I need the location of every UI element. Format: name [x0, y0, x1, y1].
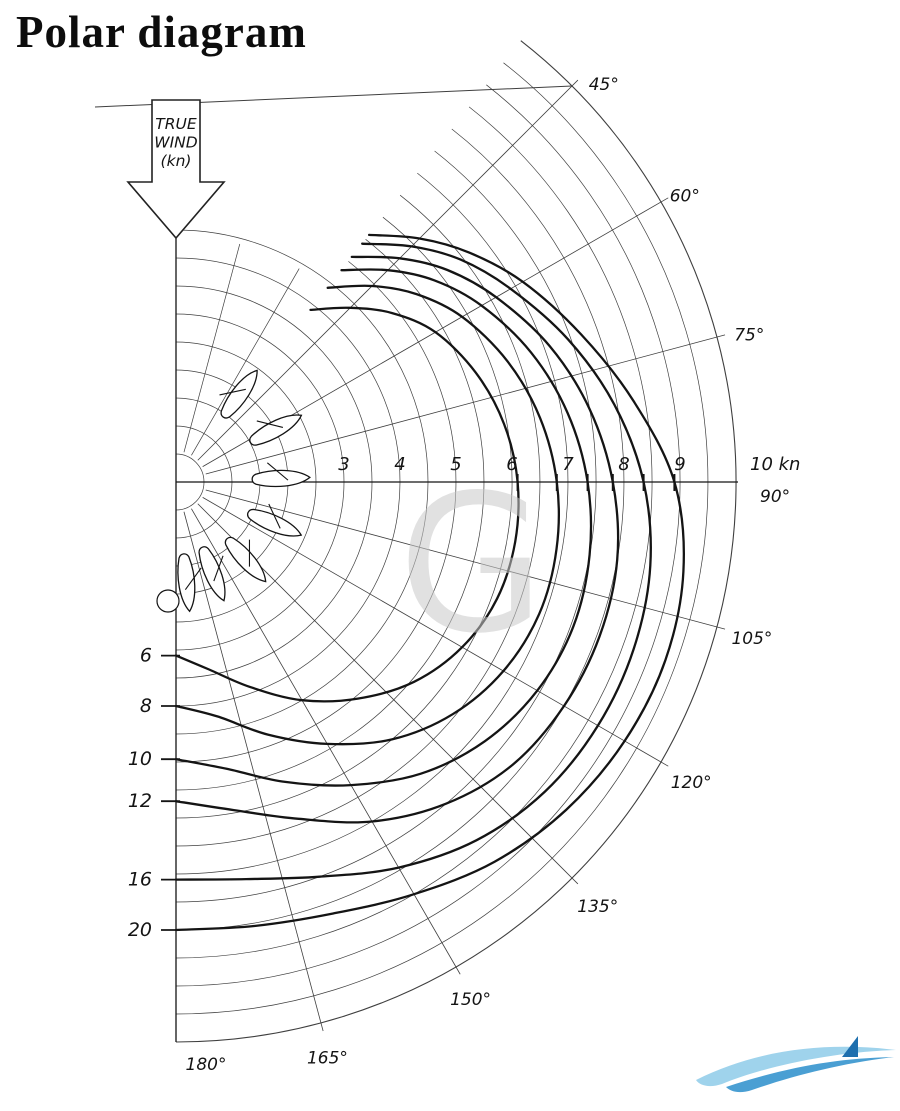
grid-ring — [175, 150, 597, 903]
boat-icon-1 — [249, 414, 303, 446]
boat-hull-icon — [220, 369, 258, 419]
speed-tick-label-6: 6 — [506, 454, 517, 475]
grid-ring — [175, 62, 709, 1015]
polar-curve-6kn-wind — [174, 306, 520, 703]
page-title: Polar diagram — [16, 7, 307, 57]
speed-tick-label-7: 7 — [562, 454, 574, 475]
angle-label-150: 150° — [450, 990, 491, 1010]
grid-ring — [175, 40, 737, 1043]
spoke-75deg — [205, 334, 726, 475]
boat-hull-icon — [247, 508, 303, 537]
boat-hull-icon — [224, 536, 267, 583]
boat-icon-0 — [219, 369, 258, 419]
boat-sail-icon — [268, 503, 281, 529]
angle-label-165: 165° — [307, 1048, 348, 1068]
boat-hull-icon — [198, 546, 226, 602]
polar-curve-20kn-wind — [174, 233, 685, 932]
boat-sail-icon — [184, 567, 202, 590]
speed-tick-label-3: 3 — [338, 454, 349, 475]
angle-label-135: 135° — [577, 897, 618, 917]
wave-logo-dark — [726, 1057, 894, 1093]
true-wind-label-line3: (kn) — [161, 152, 192, 170]
boat-icon-6 — [177, 553, 202, 613]
wind-speed-label-16: 16 — [128, 869, 152, 891]
speed-tick-label-9: 9 — [674, 454, 685, 475]
wave-logo-sail-icon — [842, 1036, 858, 1057]
grid-ring — [175, 128, 625, 931]
boat-sail-icon — [256, 420, 284, 428]
spoke-15deg — [183, 243, 241, 453]
speed-tick-label-4: 4 — [394, 454, 405, 475]
polar-curve-10kn-wind — [174, 268, 593, 787]
grid-ring — [175, 239, 485, 791]
wind-speed-label-8: 8 — [140, 695, 152, 717]
angle-label-45: 45° — [589, 75, 619, 95]
spoke-105deg — [205, 489, 726, 630]
boat-sail-icon — [219, 388, 246, 396]
boat-circle-icon — [156, 589, 180, 613]
angle-label-120: 120° — [671, 773, 712, 793]
boat-sail-icon — [248, 539, 251, 567]
boat-hull-icon — [249, 414, 303, 446]
angle-label-75: 75° — [734, 326, 764, 346]
speed-tick-label-8: 8 — [618, 454, 629, 475]
wave-logo-light — [696, 1046, 896, 1087]
grid-ring — [175, 261, 457, 763]
spoke-165deg — [183, 511, 324, 1032]
polar-curve-12kn-wind — [174, 255, 620, 824]
boat-hull-icon — [177, 553, 196, 613]
grid-ring — [175, 84, 681, 987]
watermark-letter: G — [398, 454, 545, 675]
boat-sail-icon — [266, 462, 289, 481]
spoke-150deg — [191, 508, 461, 975]
grid-ring — [175, 106, 653, 959]
boat-icon-3 — [247, 503, 303, 537]
true-wind-arrow-icon — [126, 99, 226, 240]
angle-label-180: 180° — [186, 1055, 227, 1075]
boat-icon-5 — [198, 546, 226, 602]
boat-icon-2 — [251, 462, 311, 488]
wind-speed-label-6: 6 — [140, 645, 152, 667]
spoke-120deg — [202, 497, 669, 767]
angle-label-105: 105° — [731, 629, 772, 649]
true-wind-label-line1: TRUE — [155, 115, 197, 133]
spoke-30deg — [191, 268, 300, 456]
angle-label-60: 60° — [670, 186, 700, 206]
true-wind-label-line2: WIND — [154, 134, 197, 152]
boat-hull-icon — [251, 469, 311, 488]
polar-curve-16kn-wind — [174, 242, 652, 881]
wind-speed-label-10: 10 — [128, 748, 152, 770]
angle-label-90: 90° — [760, 487, 790, 507]
wind-speed-label-20: 20 — [128, 919, 152, 941]
boat-icon-4 — [224, 536, 267, 583]
polar-curve-8kn-wind — [174, 284, 560, 746]
speed-tick-label-10kn: 10 kn — [750, 454, 800, 475]
wind-speed-label-12: 12 — [128, 790, 152, 812]
speed-tick-label-5: 5 — [450, 454, 461, 475]
boat-sail-icon — [213, 555, 224, 582]
